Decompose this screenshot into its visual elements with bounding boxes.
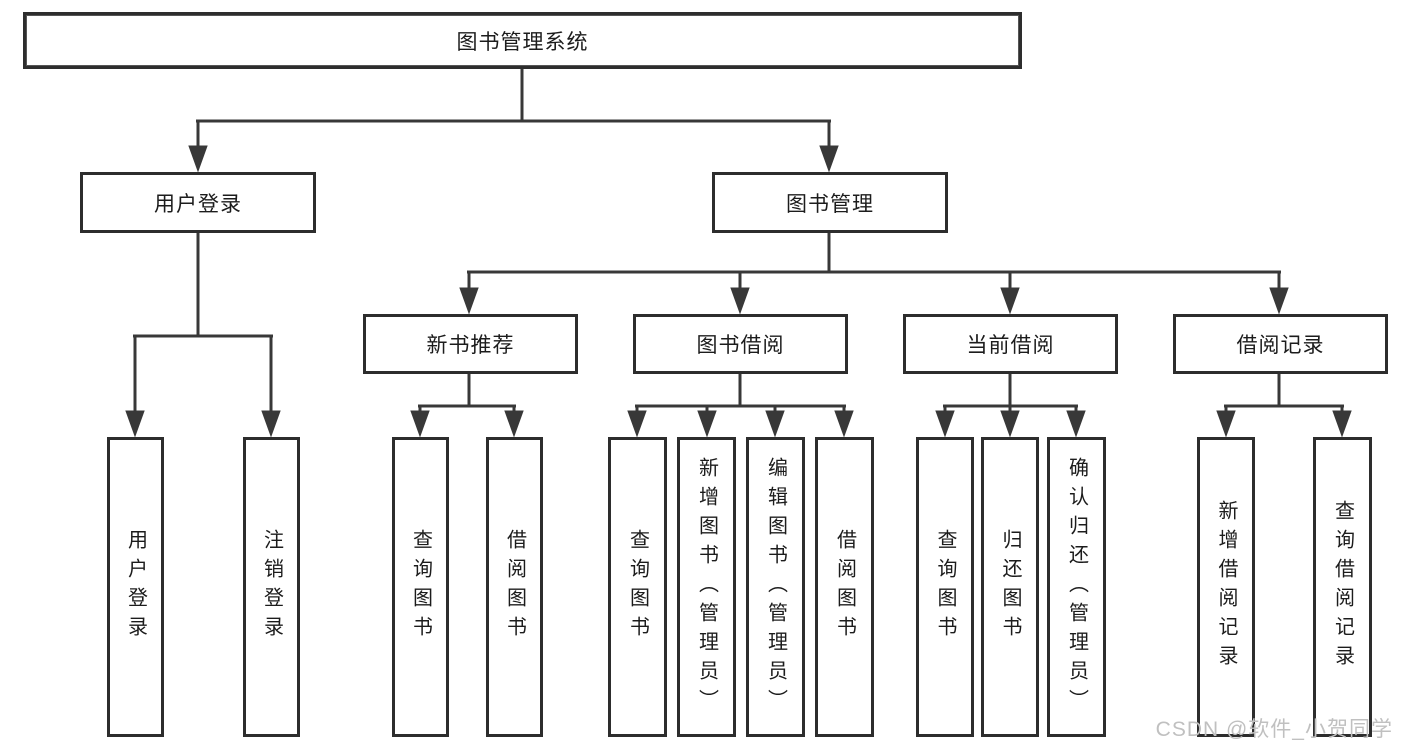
- leaf-label: 新增借阅记录: [1215, 500, 1237, 674]
- node-user-login: 用户登录: [80, 172, 316, 233]
- leaf-borrow-books-borrowing: 借阅图书: [815, 437, 874, 737]
- leaf-label: 用户登录: [124, 529, 147, 645]
- node-label: 用户登录: [154, 192, 242, 216]
- leaf-query-books-borrowing: 查询图书: [608, 437, 667, 737]
- node-label: 借阅记录: [1236, 334, 1325, 357]
- leaf-add-books-admin: 新增图书（管理员）: [677, 437, 736, 737]
- node-book-borrowing: 图书借阅: [633, 314, 848, 374]
- leaf-label: 确认归还（管理员）: [1065, 456, 1088, 718]
- node-label: 图书借阅: [696, 334, 785, 357]
- leaf-label: 查询借阅记录: [1331, 500, 1354, 674]
- leaf-user-login: 用户登录: [107, 437, 164, 737]
- node-label: 图书管理: [786, 192, 874, 216]
- node-new-book-recommend: 新书推荐: [363, 314, 578, 374]
- leaf-logout: 注销登录: [243, 437, 300, 737]
- node-label: 新书推荐: [426, 334, 515, 357]
- leaf-query-books-current: 查询图书: [916, 437, 974, 737]
- leaf-query-books-recommend: 查询图书: [392, 437, 449, 737]
- csdn-watermark: CSDN @软件_小贺同学: [1155, 718, 1393, 741]
- leaf-label: 查询图书: [409, 529, 432, 645]
- leaf-edit-books-admin: 编辑图书（管理员）: [746, 437, 805, 737]
- leaf-add-borrow-record: 新增借阅记录: [1197, 437, 1255, 737]
- leaf-confirm-return-admin: 确认归还（管理员）: [1047, 437, 1106, 737]
- node-library-system: 图书管理系统: [23, 12, 1022, 69]
- leaf-label: 查询图书: [934, 529, 956, 645]
- leaf-label: 归还图书: [999, 529, 1021, 645]
- leaf-label: 查询图书: [626, 529, 649, 645]
- node-book-management: 图书管理: [712, 172, 948, 233]
- leaf-query-borrow-record: 查询借阅记录: [1313, 437, 1372, 737]
- leaf-return-books: 归还图书: [981, 437, 1039, 737]
- leaf-label: 编辑图书（管理员）: [764, 456, 787, 718]
- node-label: 当前借阅: [966, 334, 1055, 357]
- node-current-borrowing: 当前借阅: [903, 314, 1118, 374]
- leaf-label: 借阅图书: [833, 529, 856, 645]
- leaf-label: 新增图书（管理员）: [695, 456, 718, 718]
- leaf-borrow-books-recommend: 借阅图书: [486, 437, 543, 737]
- leaf-label: 借阅图书: [503, 529, 526, 645]
- leaf-label: 注销登录: [260, 529, 283, 645]
- node-label: 图书管理系统: [456, 30, 589, 54]
- node-borrowing-records: 借阅记录: [1173, 314, 1388, 374]
